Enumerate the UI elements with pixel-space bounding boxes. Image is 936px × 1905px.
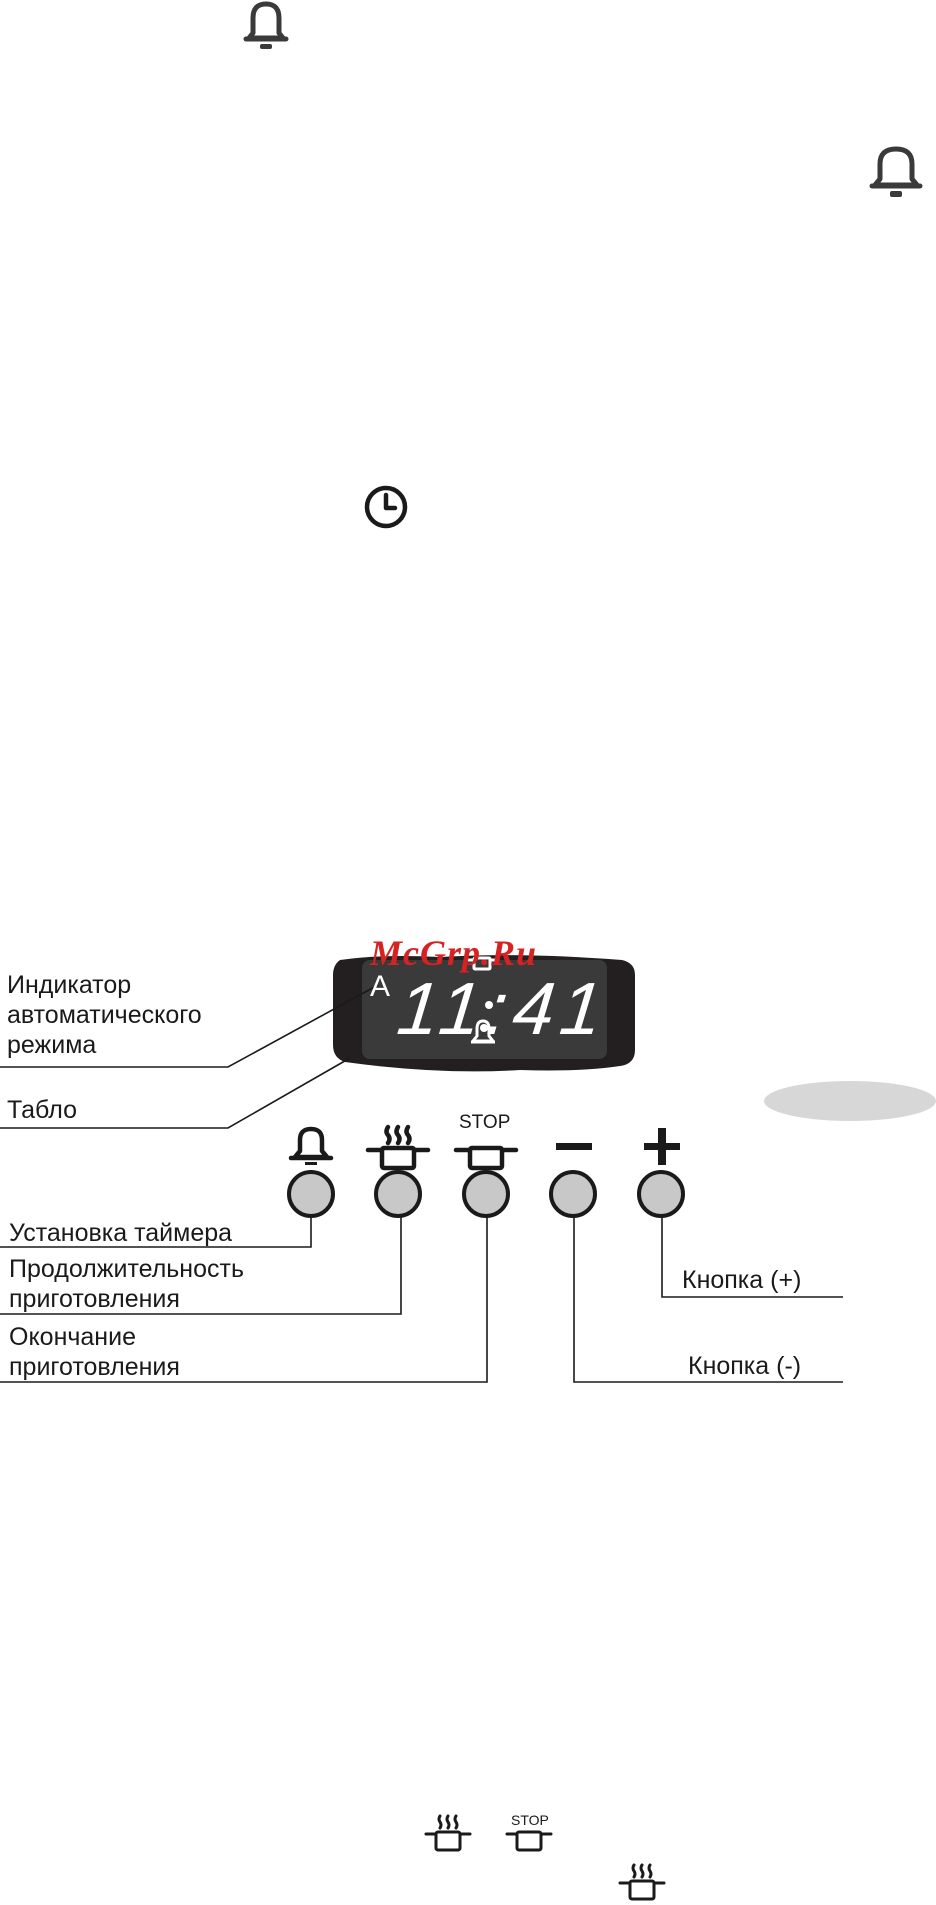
display-time: 11:41 [394,972,611,1046]
plus-icon [644,1128,680,1165]
callout-duration-1: Продолжительность [9,1254,244,1284]
callout-timer-set: Установка таймера [9,1218,232,1248]
stop-pot-icon [456,1148,516,1168]
stop-label: STOP [511,1812,549,1828]
cooking-pot-icon [426,1816,470,1850]
minus-button[interactable] [551,1172,595,1216]
callout-end-2: приготовления [9,1352,180,1382]
stop-pot-icon [507,1832,551,1850]
cooking-pot-icon [368,1127,428,1168]
stop-label: STOP [459,1112,510,1134]
callout-minus-button: Кнопка (-) [688,1351,801,1381]
end-time-button[interactable] [464,1172,508,1216]
callout-display: Табло [7,1095,77,1125]
button-row [289,1172,683,1216]
cooking-pot-icon [620,1865,664,1899]
watermark: McGrp.Ru [370,932,537,974]
minus-icon [556,1143,592,1150]
callout-auto-indicator-2: автоматического [7,1000,202,1030]
auto-mode-indicator: A [370,970,390,1004]
callout-duration-2: приготовления [9,1284,180,1314]
callout-auto-indicator-3: режима [7,1030,96,1060]
timer-button[interactable] [289,1172,333,1216]
bell-icon [291,1129,331,1165]
duration-button[interactable] [376,1172,420,1216]
grey-oval-badge [764,1081,936,1121]
callout-plus-button: Кнопка (+) [682,1265,801,1295]
callout-auto-indicator-1: Индикатор [7,970,131,1000]
callout-end-1: Окончание [9,1322,136,1352]
plus-button[interactable] [639,1172,683,1216]
